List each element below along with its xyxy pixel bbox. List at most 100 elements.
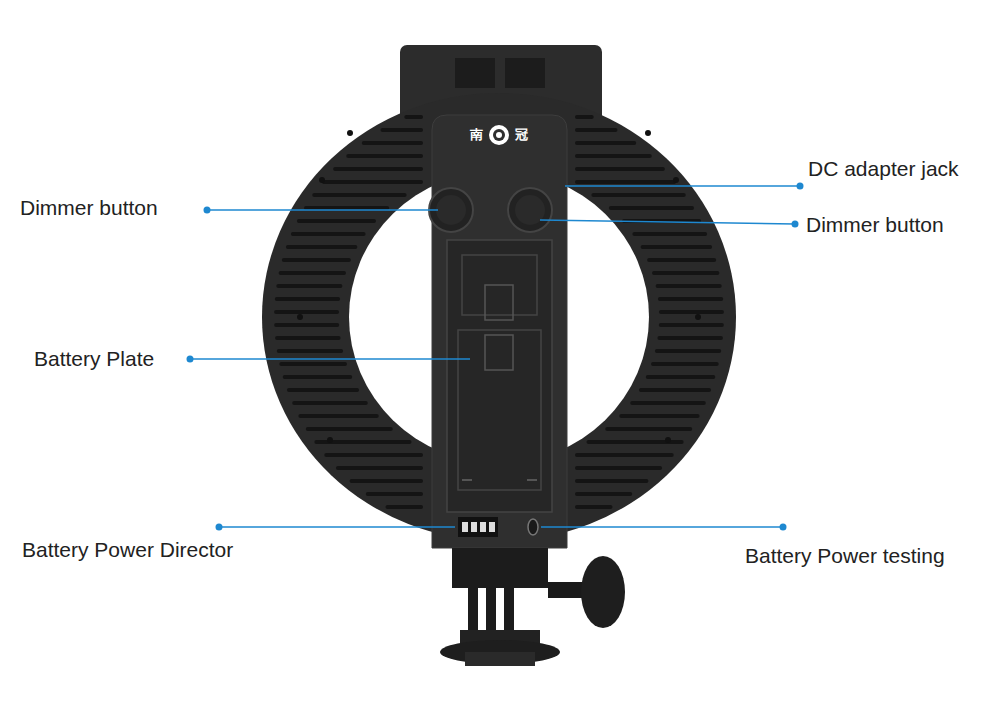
- ring-body: [327, 437, 333, 443]
- center-plate: [432, 115, 567, 548]
- leader-line: [541, 526, 783, 528]
- vent-slot: [383, 128, 421, 132]
- vent-slot: [657, 349, 719, 353]
- leader-line: [187, 356, 194, 363]
- vent-slot: [299, 219, 374, 223]
- dimmer-knob: [508, 188, 552, 232]
- vent-slot: [577, 453, 672, 457]
- vent-slot: [577, 167, 663, 171]
- vent-slot: [659, 336, 721, 340]
- battery-indicator: [471, 522, 477, 532]
- callout-label: Battery Power Director: [22, 538, 233, 562]
- battery-plate: [462, 479, 472, 481]
- vent-slot: [577, 154, 650, 158]
- vent-slot: [293, 232, 364, 236]
- battery-plate: [447, 240, 552, 512]
- vent-slot: [364, 141, 421, 145]
- leader-line: [207, 209, 438, 211]
- brand-mark: 冠: [515, 127, 528, 143]
- callout-label: DC adapter jack: [808, 157, 959, 181]
- vent-slot: [607, 427, 690, 431]
- battery-indicator: [528, 519, 538, 535]
- vent-slot: [294, 401, 366, 405]
- vent-slot: [649, 258, 714, 262]
- vent-slot: [277, 336, 339, 340]
- vent-slot: [611, 206, 692, 210]
- battery-indicator: [458, 517, 498, 537]
- vent-slot: [288, 245, 355, 249]
- mount: [465, 652, 535, 666]
- center-plate: [432, 115, 567, 548]
- callout-label: Battery Power testing: [745, 544, 945, 568]
- center-plate: [489, 125, 509, 145]
- leader-line: [540, 220, 795, 224]
- leader-line: [216, 524, 223, 531]
- brand-mark: 南: [470, 127, 483, 143]
- vent-slot: [661, 323, 722, 327]
- battery-plate: [447, 240, 552, 512]
- vent-slot: [285, 375, 351, 379]
- vent-slot: [277, 297, 338, 301]
- dimmer-knob: [436, 195, 466, 225]
- leader-line: [187, 183, 804, 531]
- vent-slot: [338, 466, 421, 470]
- vent-slot: [577, 141, 634, 145]
- top-clip: [505, 58, 545, 88]
- vent-slot: [289, 388, 357, 392]
- vent-slot: [324, 180, 421, 184]
- callout-label: Dimmer button: [806, 213, 944, 237]
- vent-slot: [643, 245, 710, 249]
- vent-slot: [658, 284, 720, 288]
- vent-slot: [660, 297, 721, 301]
- vent-slot: [577, 492, 630, 496]
- ring-body: [297, 314, 303, 320]
- vent-slot: [621, 414, 697, 418]
- battery-indicator: [462, 522, 468, 532]
- mount: [581, 556, 625, 628]
- vent-slot: [387, 505, 421, 509]
- battery-plate: [458, 330, 541, 490]
- center-plate: [493, 129, 505, 141]
- vent-slot: [661, 310, 722, 314]
- vent-slot: [577, 505, 611, 509]
- leader-line: [565, 185, 800, 187]
- leader-line: [219, 526, 455, 528]
- vent-slot: [276, 323, 337, 327]
- vent-slot: [281, 271, 344, 275]
- ring-body: [695, 314, 701, 320]
- vent-slot: [314, 193, 404, 197]
- mount: [440, 548, 625, 666]
- vent-slot: [653, 362, 717, 366]
- vent-slot: [577, 128, 615, 132]
- vent-slot: [279, 349, 341, 353]
- vent-slot: [300, 414, 376, 418]
- vent-slot: [352, 479, 421, 483]
- vent-slot: [284, 258, 349, 262]
- leader-line: [792, 221, 799, 228]
- battery-plate: [485, 335, 513, 370]
- ring-body: [319, 177, 325, 183]
- vent-slot: [577, 466, 660, 470]
- leader-line: [204, 207, 211, 214]
- vent-slot: [335, 167, 421, 171]
- callout-label: Dimmer button: [20, 196, 158, 220]
- vent-slot: [348, 154, 421, 158]
- leader-line: [190, 358, 470, 360]
- vent-slot: [278, 284, 340, 288]
- center-plate: [496, 132, 502, 138]
- battery-indicator: [480, 522, 486, 532]
- vent-slot: [634, 232, 705, 236]
- battery-indicator: [489, 522, 495, 532]
- vent-slot: [406, 115, 421, 119]
- vent-slot: [308, 427, 391, 431]
- vent-slot: [577, 115, 592, 119]
- ring-body: [673, 177, 679, 183]
- top-clip: [455, 58, 495, 88]
- vent-slot: [654, 271, 717, 275]
- leader-line: [797, 183, 804, 190]
- battery-plate: [527, 479, 537, 481]
- dimmer-knob: [429, 188, 552, 232]
- vent-slot: [641, 388, 709, 392]
- leader-line: [780, 524, 787, 531]
